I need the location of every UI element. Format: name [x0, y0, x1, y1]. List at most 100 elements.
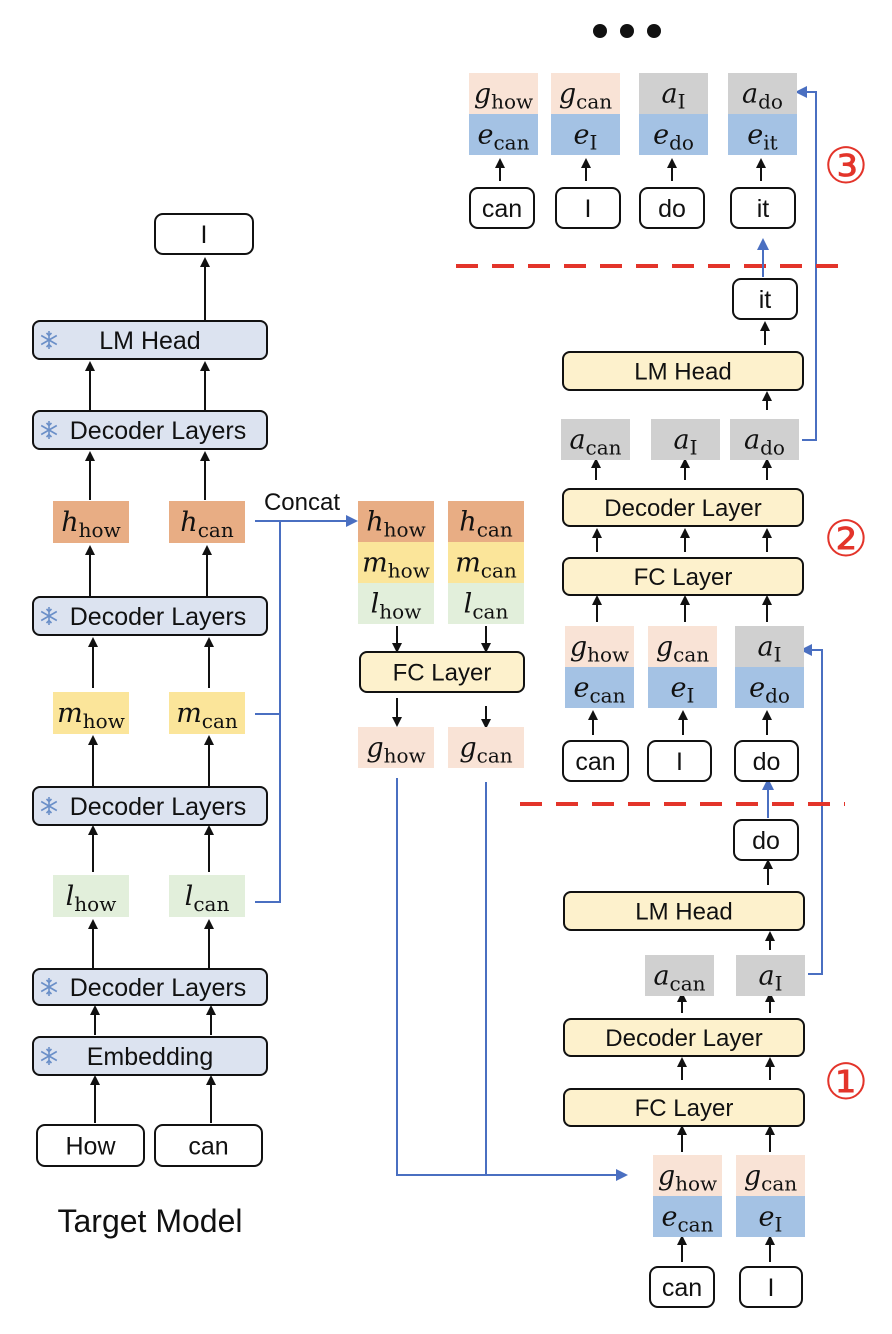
cell-bg: [728, 73, 797, 114]
cell-bg: [648, 626, 717, 667]
l-how-cell: lhow: [53, 875, 129, 917]
concat-stack-cell: mcan: [448, 542, 524, 583]
cell-label: aI: [661, 79, 685, 114]
target-output-token: I: [154, 213, 254, 255]
cell-bg: [469, 114, 538, 155]
cell-bg: [565, 626, 634, 667]
token-label: can: [482, 195, 522, 223]
concat-stack-cell: mhow: [358, 542, 434, 583]
target-embedding: Embedding: [32, 1036, 268, 1076]
cell-label: acan: [569, 425, 621, 460]
token-label: can: [575, 748, 615, 776]
cell-bg: [358, 542, 434, 583]
cell-label: ecan: [478, 120, 530, 155]
step2-top-cell: aI: [735, 626, 804, 667]
step1-e-can: ecan: [653, 1196, 722, 1237]
m-can-cell: mcan: [169, 692, 245, 734]
target-decoder-layers-3-label: Decoder Layers: [70, 603, 246, 631]
cell-bg: [358, 727, 434, 768]
concat-stack-cell: hhow: [358, 501, 434, 542]
cell-bg: [736, 955, 805, 996]
concat-stack-cell: lcan: [448, 583, 524, 624]
cell-label: aI: [757, 632, 781, 667]
step2-output-token: it: [732, 278, 798, 320]
target-decoder-layers-2-box: [32, 786, 268, 826]
step1-token-can: can: [649, 1266, 715, 1308]
step1-output-token: do: [733, 819, 799, 861]
cell-label: lhow: [371, 589, 422, 624]
step3-e-cell: eit: [728, 114, 797, 155]
target-lm-head: LM Head: [32, 320, 268, 360]
target-model-caption: Target Model: [58, 1203, 243, 1239]
step2-fc-layer: FC Layer: [562, 557, 804, 596]
fusion-fc-layer: FC Layer: [359, 651, 525, 693]
cell-label: edo: [749, 673, 790, 708]
token-border: [154, 1124, 263, 1167]
token-label: can: [662, 1274, 702, 1302]
cell-bg: [735, 667, 804, 708]
step3-top-cell: ado: [728, 73, 797, 114]
token-border: [649, 1266, 715, 1308]
token-border: [639, 187, 705, 229]
step1-lm-head: LM Head: [563, 891, 805, 931]
cell-label: hcan: [459, 507, 513, 542]
step1-token-i: I: [739, 1266, 803, 1308]
target-lm-head-label: LM Head: [99, 327, 200, 355]
cell-label: ghow: [474, 79, 533, 114]
token-label: I: [201, 221, 208, 249]
token-label: How: [65, 1133, 116, 1161]
cell-label: gcan: [559, 79, 612, 114]
step1-marker: ①: [824, 1053, 869, 1111]
step2-lm-head: LM Head: [562, 351, 804, 391]
step1-decoder-layer-box: [563, 1018, 805, 1057]
step3-token: can: [469, 187, 535, 229]
token-border: [469, 187, 535, 229]
target-embedding-box: [32, 1036, 268, 1076]
cell-label: ghow: [366, 733, 425, 768]
step1-g-can: gcan: [736, 1155, 805, 1196]
m-how-cell: mhow: [53, 692, 129, 734]
cell-bg: [53, 875, 129, 917]
cell-bg: [561, 419, 630, 460]
token-label: do: [658, 195, 686, 223]
token-border: [739, 1266, 803, 1308]
cell-bg: [645, 955, 714, 996]
cell-label: eI: [671, 673, 695, 708]
target-decoder-layers-1: Decoder Layers: [32, 968, 268, 1006]
cell-bg: [736, 1196, 805, 1237]
target-decoder-layers-1-label: Decoder Layers: [70, 974, 246, 1002]
cell-bg: [169, 692, 245, 734]
cell-label: gcan: [459, 733, 512, 768]
h-can-cell: hcan: [169, 501, 245, 543]
step2-e-cell: ecan: [565, 667, 634, 708]
l-can-cell: lcan: [169, 875, 245, 917]
cell-label: hhow: [61, 507, 120, 542]
cell-label: ecan: [574, 673, 626, 708]
token-border: [36, 1124, 145, 1167]
token-border: [733, 819, 799, 861]
target-embedding-label: Embedding: [87, 1043, 213, 1071]
cell-bg: [448, 727, 524, 768]
cell-bg: [735, 626, 804, 667]
cell-bg: [648, 667, 717, 708]
step3-top-cell: gcan: [551, 73, 620, 114]
step2-feedback-arrow: [795, 86, 817, 441]
step1-fc-layer: FC Layer: [563, 1088, 805, 1127]
cell-bg: [639, 114, 708, 155]
step2-top-cell: ghow: [565, 626, 634, 667]
cell-bg: [653, 1196, 722, 1237]
step2-decoder-layer-box: [562, 488, 804, 527]
ellipsis-dot: [620, 24, 634, 38]
step2-a-i: aI: [651, 419, 720, 460]
fusion-fc-layer-box: [359, 651, 525, 693]
step1-feedback-arrow: [800, 644, 823, 975]
step3-e-cell: eI: [551, 114, 620, 155]
step2-lm-head-label: LM Head: [634, 359, 731, 386]
cell-bg: [728, 114, 797, 155]
cell-bg: [736, 1155, 805, 1196]
step1-fc-layer-box: [563, 1088, 805, 1127]
cell-label: mcan: [455, 548, 517, 583]
cell-bg: [551, 73, 620, 114]
cell-bg: [53, 692, 129, 734]
token-border: [730, 187, 796, 229]
